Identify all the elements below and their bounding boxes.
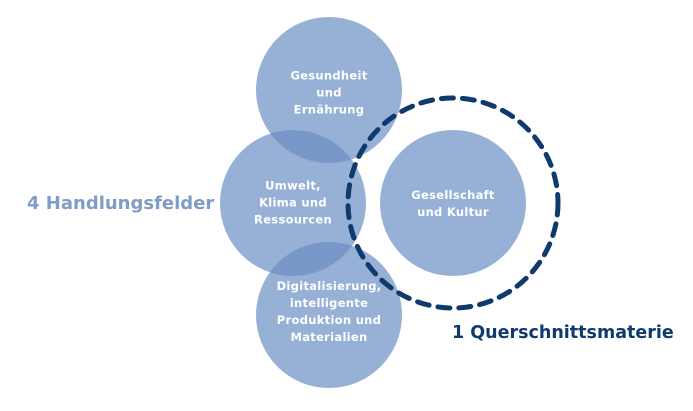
circle-label-gesellschaft: Gesellschaft und Kultur [411,188,495,219]
circle-gesellschaft [380,130,526,276]
circle-label-gesundheit: Gesundheit und Ernährung [290,68,368,117]
circle-gesundheit [256,17,402,163]
handlungsfelder-label: 4 Handlungsfelder [27,193,215,214]
querschnittsmaterie-label: 1 Querschnittsmaterie [452,323,674,343]
circle-umwelt [220,130,366,276]
circle-label-digitalisierung: Digitalisierung, intelligente Produktion… [276,279,382,344]
circle-digitalisierung [256,242,402,388]
dashed-circle-querschnitt [345,95,561,311]
circle-label-umwelt: Umwelt, Klima und Ressourcen [254,178,332,227]
